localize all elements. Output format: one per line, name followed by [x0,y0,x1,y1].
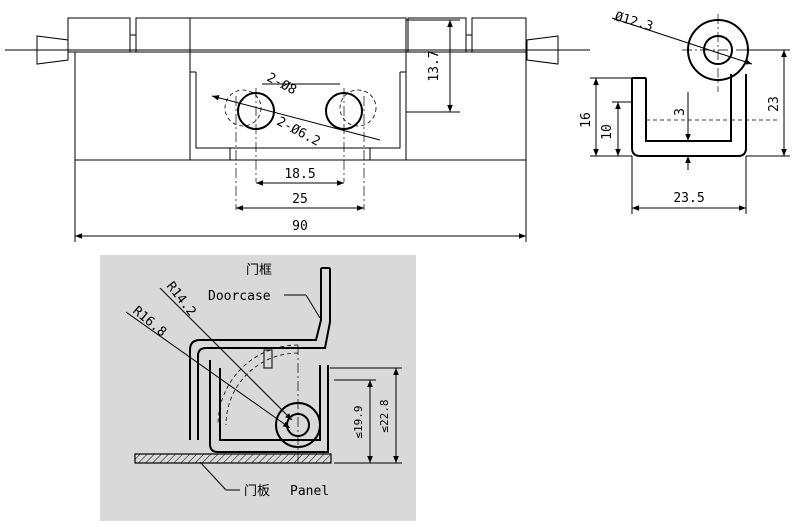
dim-90: 90 [292,219,308,234]
dim-10: 10 [600,124,615,140]
eye-diameter-label: Ø12.3 [613,9,655,34]
dim-25: 25 [292,192,308,207]
panel-cn-label: 门板 [244,484,270,499]
knuckle-left-mid [135,17,191,53]
knuckle-right-mid [407,17,467,53]
side-view: Ø12.3 16 10 3 23 23.5 [579,9,790,214]
installation-view: R14.2 R16.8 门框 Doorcase 门板 Panel ≤19.9 ≤… [100,255,416,521]
left-pin-tip [36,35,69,65]
holes-large-label: 2-Ø8 [264,70,299,98]
knuckle-center [189,17,407,53]
hinge-leaf-outline [74,51,527,161]
doorcase-en-label: Doorcase [208,289,271,304]
front-view: 2-Ø8 2-Ø6.2 13.7 18.5 25 90 [5,17,590,242]
door-panel [134,453,332,464]
knuckle-left [67,17,131,53]
doorcase-frame [189,268,322,440]
dim-19-9: ≤19.9 [352,405,365,438]
installation-panel-bg [100,255,416,521]
right-pin-tip [526,35,559,65]
dim-18-5: 18.5 [284,167,315,182]
leaf-tab [229,147,371,161]
knuckle-right [471,17,527,53]
dim-23: 23 [767,96,782,112]
u-leaf-outer [631,74,747,157]
dim-22-8: ≤22.8 [378,399,391,432]
dim-16: 16 [579,112,594,128]
dim-13-7: 13.7 [427,50,442,81]
holes-small-label: 2-Ø6.2 [274,114,323,149]
dim-23-5: 23.5 [673,191,704,206]
panel-en-label: Panel [290,484,329,499]
dim-3: 3 [673,108,688,116]
hinge-u-outer [209,360,329,453]
doorcase-cn-label: 门框 [246,263,272,278]
